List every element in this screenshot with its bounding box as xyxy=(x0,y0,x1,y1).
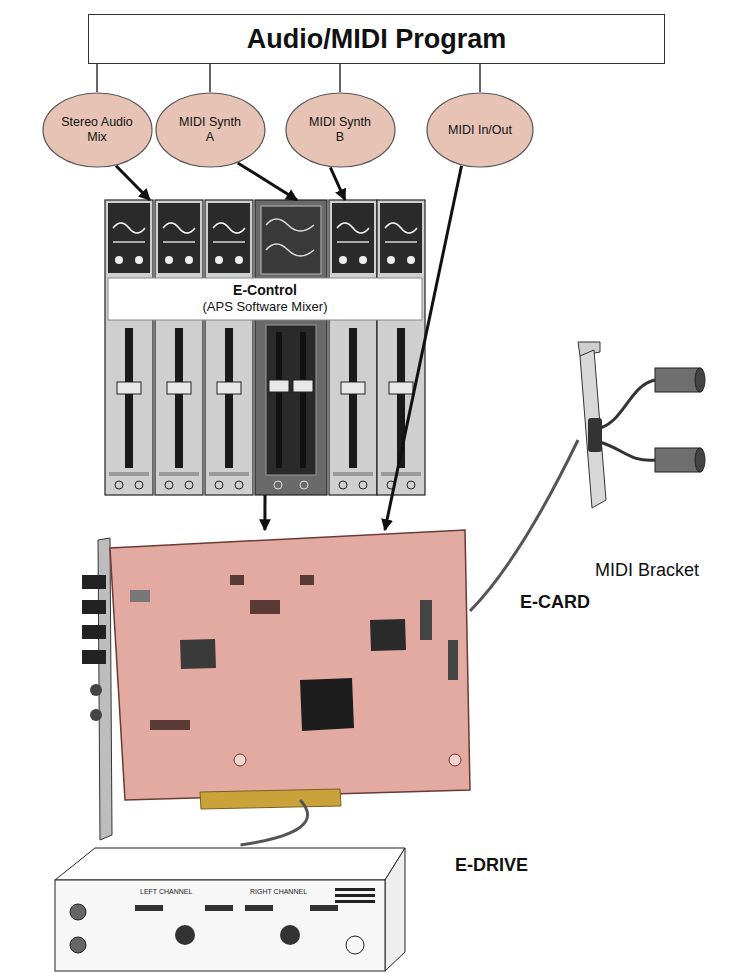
midi-bracket: MIDI Bracket xyxy=(578,340,728,590)
software-mixer: E-Control(APS Software Mixer) xyxy=(105,200,425,495)
flow-arrow xyxy=(330,167,345,200)
stream-ellipse: MIDI In/Out xyxy=(426,92,534,168)
program-box: Audio/MIDI Program xyxy=(88,14,665,64)
flow-arrow xyxy=(238,163,297,200)
stream-ellipse: Stereo Audio Mix xyxy=(42,92,153,168)
node-text: E-Control xyxy=(233,282,297,299)
stream-ellipse: MIDI Synth A xyxy=(155,92,266,168)
part-label: E-CARD xyxy=(520,592,590,614)
part-label: E-DRIVE xyxy=(455,855,528,877)
connector-line xyxy=(209,64,211,92)
flow-arrow xyxy=(263,495,266,530)
node-text: Stereo Audio Mix xyxy=(61,115,133,145)
cable xyxy=(241,800,308,845)
flow-arrow xyxy=(116,166,150,200)
mixer-illustration xyxy=(105,200,425,495)
midi-bracket-illustration xyxy=(578,342,705,508)
connector-line xyxy=(96,64,98,92)
flow-arrow xyxy=(385,166,462,530)
node-text: Audio/MIDI Program xyxy=(247,23,507,55)
breakout-drive-illustration xyxy=(55,848,405,971)
panel-label: RIGHT CHANNEL xyxy=(250,888,307,895)
part-label: MIDI Bracket xyxy=(595,560,699,582)
stream-ellipse: MIDI Synth B xyxy=(285,92,396,168)
cable xyxy=(470,440,578,611)
node-text: (APS Software Mixer) xyxy=(203,299,328,315)
panel-label: LEFT CHANNEL xyxy=(140,888,192,895)
node-text: MIDI Synth B xyxy=(304,115,376,145)
sound-card: E-CARD xyxy=(95,530,470,800)
breakout-drive: E-DRIVE xyxy=(55,845,405,972)
connector-line xyxy=(339,64,341,92)
node-text: MIDI In/Out xyxy=(448,123,512,138)
sound-card-illustration xyxy=(82,530,470,840)
connector-line xyxy=(479,64,481,92)
node-text: MIDI Synth A xyxy=(174,115,246,145)
